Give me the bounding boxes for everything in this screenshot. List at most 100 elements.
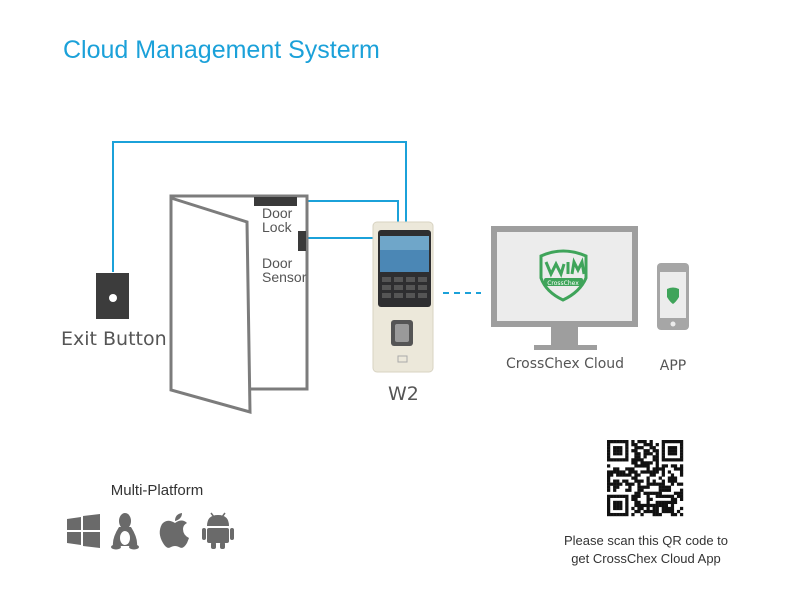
- qr-module: [646, 509, 650, 514]
- qr-module: [619, 503, 623, 508]
- qr-module: [619, 449, 623, 453]
- qr-module: [670, 506, 675, 511]
- qr-module: [658, 500, 662, 505]
- qr-module: [625, 452, 629, 456]
- exit-button-label: Exit Button: [61, 328, 167, 350]
- qr-module: [631, 512, 635, 517]
- qr-module: [667, 446, 672, 450]
- qr-module: [613, 482, 617, 486]
- qr-module: [652, 455, 656, 459]
- qr-module: [625, 494, 629, 498]
- qr-module: [667, 470, 672, 474]
- qr-module: [625, 440, 629, 444]
- qr-module: [658, 488, 662, 492]
- qr-module: [676, 491, 681, 495]
- qr-module: [649, 482, 653, 486]
- qr-module: [664, 440, 668, 444]
- qr-module: [607, 458, 611, 462]
- qr-module: [664, 458, 668, 462]
- door-lock-label-1: Door: [262, 205, 293, 221]
- qr-module: [679, 488, 684, 492]
- qr-module: [619, 494, 623, 498]
- qr-module: [625, 512, 629, 517]
- qr-module: [670, 509, 675, 514]
- multi-platform-label: Multi-Platform: [111, 482, 204, 499]
- qr-module: [619, 458, 623, 462]
- qr-module: [649, 491, 653, 495]
- qr-module: [649, 461, 653, 465]
- monitor: [491, 226, 638, 350]
- qr-module: [673, 476, 678, 480]
- qr-module: [646, 500, 650, 505]
- qr-module: [661, 470, 665, 474]
- qr-module: [616, 458, 620, 462]
- qr-module: [649, 452, 653, 456]
- logo-text: CrossChex: [547, 280, 579, 287]
- qr-module: [607, 464, 611, 468]
- qr-module: [670, 512, 675, 517]
- qr-module: [613, 467, 617, 471]
- qr-module: [607, 482, 611, 486]
- qr-module: [676, 509, 681, 514]
- qr-module: [619, 452, 623, 456]
- qr-module: [661, 449, 665, 453]
- qr-module: [679, 449, 684, 453]
- qr-module: [652, 503, 656, 508]
- qr-module: [637, 488, 641, 492]
- exit-button-wire: [112, 141, 407, 272]
- qr-module: [619, 500, 623, 505]
- qr-module: [631, 461, 635, 465]
- qr-module: [607, 488, 611, 492]
- qr-module: [679, 464, 684, 468]
- qr-module: [640, 506, 644, 511]
- qr-module: [655, 482, 659, 486]
- qr-module: [655, 509, 659, 514]
- qr-module: [649, 473, 653, 477]
- qr-module: [616, 485, 620, 489]
- qr-module: [667, 476, 672, 480]
- qr-module: [640, 512, 644, 517]
- qr-module: [676, 494, 681, 498]
- qr-module: [652, 467, 656, 471]
- qr-module: [679, 467, 684, 471]
- qr-module: [628, 482, 632, 486]
- qr-module: [634, 464, 638, 468]
- qr-module: [619, 440, 623, 444]
- qr-module: [625, 488, 629, 492]
- qr-module: [634, 500, 638, 505]
- qr-module: [616, 473, 620, 477]
- qr-module: [655, 470, 659, 474]
- qr-module: [667, 506, 672, 511]
- qr-module: [652, 506, 656, 511]
- qr-module: [613, 500, 617, 505]
- qr-module: [607, 470, 611, 474]
- qr-module: [649, 497, 653, 501]
- qr-module: [670, 449, 675, 453]
- qr-module: [628, 473, 632, 477]
- qr-module: [673, 512, 678, 517]
- qr-module: [637, 458, 641, 462]
- qr-module: [676, 458, 681, 462]
- qr-module: [634, 455, 638, 459]
- qr-module: [610, 482, 614, 486]
- qr-module: [613, 488, 617, 492]
- qr-module: [652, 449, 656, 453]
- qr-module: [646, 479, 650, 483]
- qr-module: [637, 503, 641, 508]
- qr-code[interactable]: [607, 440, 684, 517]
- qr-module: [640, 488, 644, 492]
- qr-module: [619, 506, 623, 511]
- qr-module: [679, 482, 684, 486]
- qr-module: [646, 443, 650, 447]
- qr-module: [631, 470, 635, 474]
- qr-module: [631, 443, 635, 447]
- qr-module: [643, 443, 647, 447]
- qr-module: [643, 461, 647, 465]
- qr-module: [655, 506, 659, 511]
- qr-module: [655, 500, 659, 505]
- qr-module: [673, 491, 678, 495]
- qr-module: [673, 497, 678, 501]
- qr-module: [673, 464, 678, 468]
- qr-module: [634, 479, 638, 483]
- qr-module: [616, 440, 620, 444]
